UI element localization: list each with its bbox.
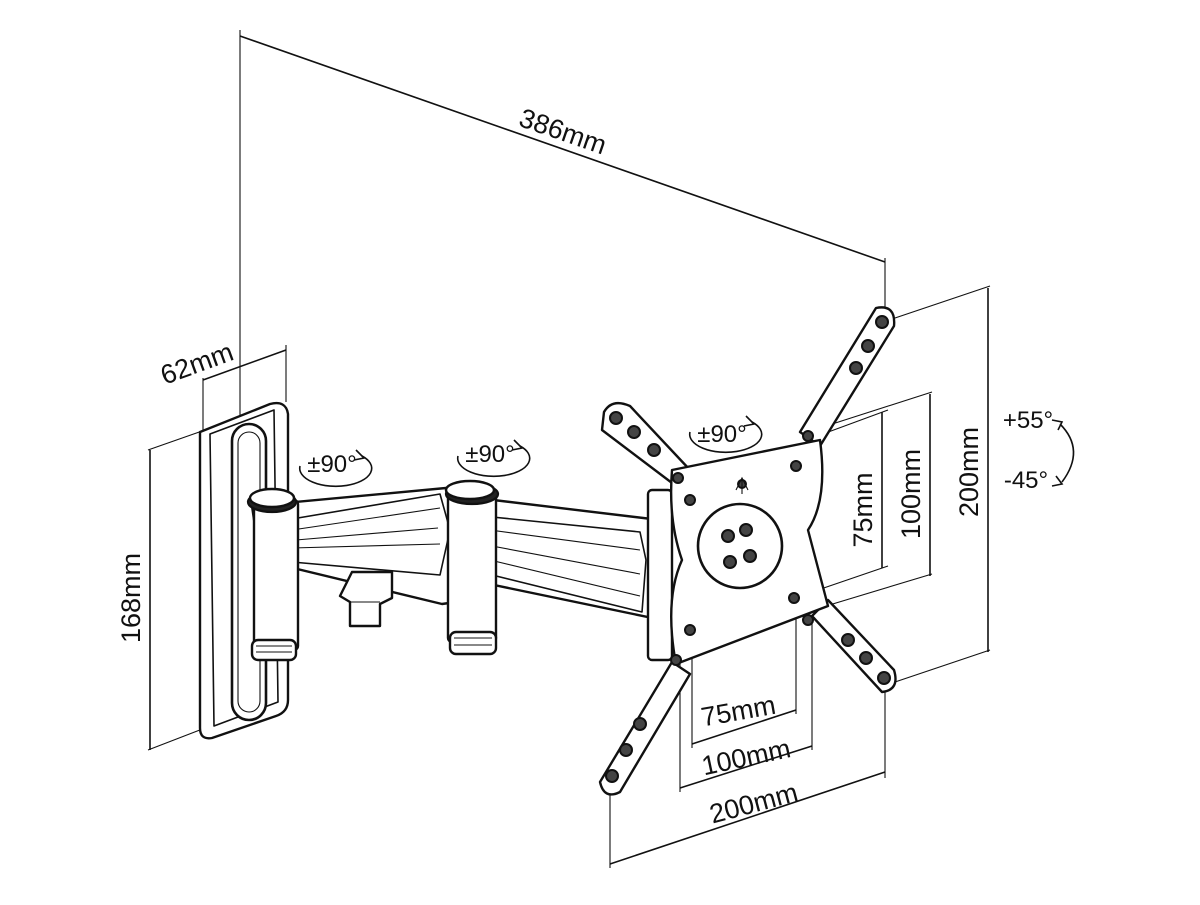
arm-second-segment bbox=[444, 479, 674, 662]
label-joint-1-rotation: ±90° bbox=[307, 451, 356, 478]
rotation-arrow-joint-2 bbox=[456, 445, 531, 478]
label-overall-depth: 386mm bbox=[515, 103, 610, 161]
label-vesa-v-large: 200mm bbox=[954, 427, 984, 517]
label-bracket-height: 168mm bbox=[116, 553, 146, 643]
dimension-lines bbox=[147, 30, 991, 868]
rotation-arrows bbox=[298, 415, 1075, 488]
tilt-arrow-icon bbox=[1059, 423, 1075, 483]
label-tilt-up: +55° bbox=[1003, 407, 1053, 434]
label-bracket-width: 62mm bbox=[157, 337, 238, 391]
label-vesa-h-large: 200mm bbox=[706, 777, 801, 829]
rotation-arrow-plate bbox=[688, 421, 763, 454]
label-plate-rotation: ±90° bbox=[697, 421, 746, 448]
label-vesa-h-small: 75mm bbox=[699, 690, 778, 733]
label-tilt-down: -45° bbox=[1004, 467, 1048, 494]
rotation-arrow-joint-1 bbox=[298, 455, 373, 488]
vesa-plate bbox=[598, 306, 897, 796]
label-vesa-v-small: 75mm bbox=[848, 472, 878, 547]
label-vesa-h-mid: 100mm bbox=[699, 733, 793, 781]
arm-first-segment bbox=[246, 486, 472, 662]
rotation-labels: ±90° ±90° ±90° +55° -45° bbox=[307, 407, 1053, 494]
label-joint-2-rotation: ±90° bbox=[465, 441, 514, 468]
label-vesa-v-mid: 100mm bbox=[896, 449, 926, 539]
